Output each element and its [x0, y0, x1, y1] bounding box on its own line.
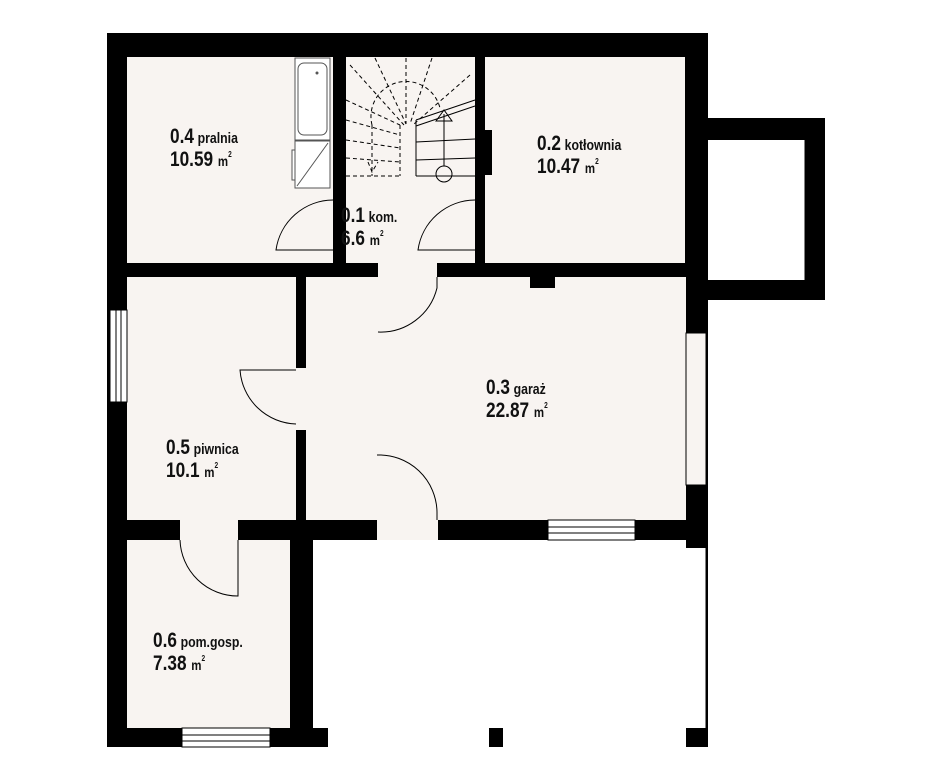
room-kotlownia [485, 57, 685, 263]
chimney [475, 130, 492, 175]
room-label-pom-gosp: 0.6 pom.gosp. 7.38 m2 [153, 629, 243, 675]
pillar [530, 277, 555, 288]
stairs [345, 57, 476, 183]
room-label-garaz: 0.3 garaż 22.87 m2 [486, 376, 548, 422]
room-label-kotlownia: 0.2 kotłownia 10.47 m2 [537, 132, 622, 178]
door-opening-garaz-lower [377, 519, 438, 541]
room-label-pralnia: 0.4 pralnia 10.59 m2 [170, 125, 238, 171]
door-opening-kom [378, 262, 437, 278]
window-pom-gosp [181, 727, 271, 748]
bathtub-icon [294, 57, 331, 141]
room-garaz [306, 277, 686, 520]
room-label-kom: 0.1 kom. 6.6 m2 [341, 204, 398, 250]
room-piwnica [127, 277, 296, 520]
room-pom-gosp [127, 540, 290, 728]
window-garaz-side [685, 332, 707, 486]
shower-icon [291, 140, 331, 189]
terrace-area [313, 540, 686, 747]
window-garaz-bottom [547, 519, 636, 541]
annex-interior [708, 140, 805, 280]
door-opening-piwnica [295, 368, 307, 430]
door-opening-pom [180, 519, 238, 541]
door-swings [179, 199, 476, 597]
window-piwnica [109, 309, 128, 403]
room-label-piwnica: 0.5 piwnica 10.1 m2 [166, 436, 239, 482]
